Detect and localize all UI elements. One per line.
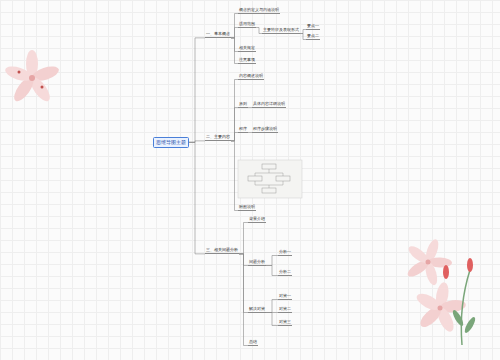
topic-text: 具体内容详细说明 [253,101,285,106]
branch-connector [266,256,278,266]
topic-item: 注意事项 [238,56,256,64]
topic-text: 一、基本概念 [206,31,230,36]
topic-text: 二、主要内容 [206,134,230,139]
topic-text: 分析一 [279,249,291,254]
root-topic: 思维导图主题 [153,137,189,148]
topic-item: 程序 [238,125,248,133]
topic-text: 总结 [249,339,257,344]
topic-text: 适用范围 [239,21,255,26]
topic-item: 要点二 [306,32,320,40]
topic-text: 三、相关问题分析 [206,247,238,252]
branch-connector [231,133,238,141]
topic-text: 内容概述说明 [239,73,263,78]
topic-text: 对策二 [279,306,291,311]
branch-connector [231,80,238,141]
topic-item: 对策一 [278,292,292,300]
branch-topic: 一、基本概念 [205,30,231,38]
branch-connector [231,28,238,38]
topic-text: 主要特征及表现形式 [263,27,299,32]
topic-item: 分析二 [278,268,292,276]
topic-text: 附图说明 [239,204,255,209]
branch-topic: 二、主要内容 [205,133,231,141]
topic-item: 具体内容详细说明 [252,100,286,108]
topic-item: 对策三 [278,318,292,326]
branch-connector [189,38,205,142]
branch-connector [266,266,278,276]
topic-text: 对策一 [279,293,291,298]
topic-item: 解决对策 [248,305,266,313]
topic-text: 思维导图主题 [156,140,186,146]
topic-text: 对策三 [279,319,291,324]
topic-item: 适用范围 [238,20,256,28]
branch-connector [189,142,205,254]
branch-connector [231,38,238,64]
topic-item: 问题分析 [248,258,266,266]
branch-connector [239,254,248,346]
topic-text: 程序步骤说明 [253,126,277,131]
branch-topic: 三、相关问题分析 [205,246,239,254]
topic-item: 总结 [248,338,258,346]
topic-text: 要点二 [307,33,319,38]
topic-text: 背景介绍 [249,216,265,221]
branch-connector [239,223,248,254]
topic-item: 程序步骤说明 [252,125,278,133]
topic-text: 相关规定 [239,45,255,50]
topic-text: 解决对策 [249,306,265,311]
topic-item: 内容概述说明 [238,72,264,80]
topic-item: 背景介绍 [248,215,266,223]
topic-text: 原则 [239,101,247,106]
topic-item: 概念的定义与内涵说明 [238,6,280,14]
topic-text: 概念的定义与内涵说明 [239,7,279,12]
topic-text: 程序 [239,126,247,131]
branch-connector [231,141,238,211]
branch-connector [231,108,238,141]
topic-item: 相关规定 [238,44,256,52]
lily-flower [4,50,61,104]
topic-item: 原则 [238,100,248,108]
topic-item: 主要特征及表现形式 [262,26,300,34]
branch-connector [266,313,278,326]
topic-item: 附图说明 [238,203,256,211]
topic-item: 分析一 [278,248,292,256]
topic-text: 分析二 [279,269,291,274]
topic-item: 要点一 [306,22,320,30]
branch-connector [231,14,238,38]
branch-connector [266,300,278,313]
topic-text: 问题分析 [249,259,265,264]
topic-text: 注意事项 [239,57,255,62]
topic-text: 要点一 [307,23,319,28]
topic-item: 对策二 [278,305,292,313]
